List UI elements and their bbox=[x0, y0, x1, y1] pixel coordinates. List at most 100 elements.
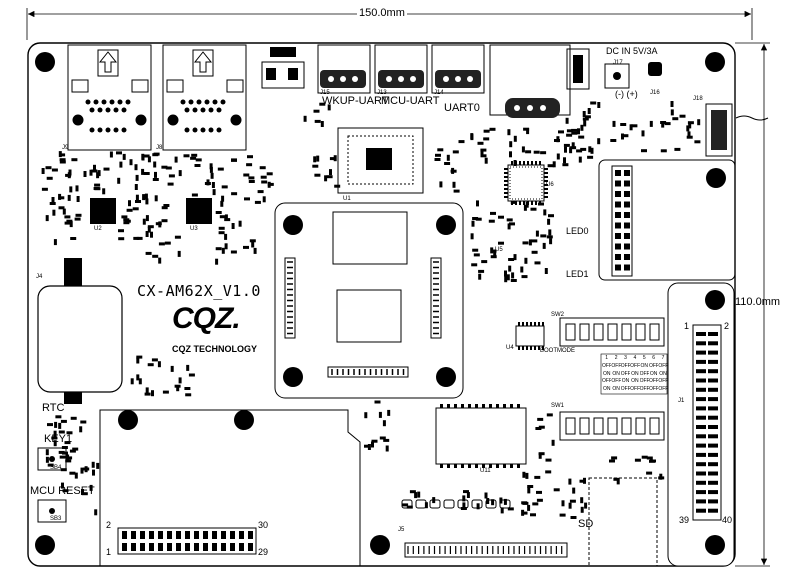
smd-pad bbox=[66, 219, 73, 223]
j1-pin-1: 1 bbox=[684, 321, 690, 331]
smd-pad bbox=[452, 150, 459, 154]
smd-pad bbox=[563, 143, 570, 147]
smd-pad bbox=[191, 193, 198, 197]
smd-pad bbox=[141, 168, 145, 175]
smd-pad bbox=[507, 129, 511, 136]
smd-pad bbox=[186, 364, 190, 371]
smd-pad bbox=[569, 147, 573, 154]
smd-pad bbox=[571, 128, 578, 132]
header-pin bbox=[696, 508, 706, 513]
smd-pad bbox=[158, 257, 162, 264]
smd-pad bbox=[558, 130, 564, 134]
silk-j18: J18 bbox=[693, 96, 703, 102]
header-pin bbox=[185, 543, 190, 551]
smd-pad bbox=[231, 192, 238, 196]
smd-pad bbox=[462, 502, 466, 509]
smd-pad bbox=[147, 156, 151, 163]
smd-pad bbox=[65, 459, 72, 463]
smd-pad bbox=[641, 149, 647, 153]
smd-pad bbox=[612, 120, 616, 127]
chip-pin bbox=[515, 161, 517, 165]
chip-pin bbox=[511, 201, 513, 205]
uart-header-wkup bbox=[317, 44, 371, 94]
header-pin bbox=[615, 212, 621, 218]
smd-pad bbox=[490, 249, 497, 253]
ethernet-jack-j8 bbox=[162, 44, 247, 151]
chip-pin bbox=[519, 201, 521, 205]
chip-pin bbox=[522, 322, 524, 326]
smd-pad bbox=[224, 214, 228, 221]
smd-pad bbox=[641, 455, 648, 459]
smd-pad bbox=[60, 419, 67, 423]
smd-pad bbox=[371, 439, 378, 443]
chip-pin bbox=[504, 172, 508, 174]
silk-u1: U1 bbox=[343, 196, 351, 202]
smd-pad bbox=[525, 472, 529, 479]
smd-pad bbox=[64, 441, 71, 445]
smd-pad bbox=[466, 492, 470, 498]
header-pin bbox=[708, 341, 718, 346]
header-pin bbox=[696, 462, 706, 467]
smd-pad bbox=[437, 148, 444, 152]
smd-pad bbox=[161, 219, 168, 223]
smd-pad bbox=[629, 124, 633, 131]
smd-pad bbox=[248, 180, 255, 183]
smd-pad bbox=[194, 164, 201, 167]
smd-pad bbox=[145, 215, 149, 222]
smd-pad bbox=[609, 459, 615, 463]
smd-pad bbox=[559, 513, 566, 517]
smd-pad bbox=[313, 109, 320, 113]
chip-pin bbox=[526, 346, 528, 350]
smd-pad bbox=[364, 444, 370, 448]
dip-table-cell: OFF bbox=[620, 362, 631, 369]
smd-pad bbox=[55, 415, 62, 419]
smd-pad bbox=[522, 471, 526, 478]
power-terminal bbox=[705, 103, 769, 157]
dip-table-cell: 7 bbox=[661, 355, 665, 361]
dip-table-cell: OFF bbox=[611, 378, 621, 385]
smd-pad bbox=[102, 188, 106, 195]
sd-card-slot bbox=[588, 477, 658, 567]
header-pin bbox=[149, 543, 154, 551]
header-pin bbox=[708, 425, 718, 429]
smd-pad bbox=[510, 279, 517, 282]
header-pin bbox=[624, 264, 630, 271]
dip-toggle bbox=[607, 323, 618, 341]
smd-pad bbox=[124, 219, 131, 223]
header-pin bbox=[708, 508, 718, 513]
smd-pad bbox=[62, 208, 66, 215]
smd-pad bbox=[71, 158, 78, 162]
dip-table-cell: 1 bbox=[605, 355, 609, 361]
smd-pad bbox=[94, 509, 98, 516]
smd-pad bbox=[209, 166, 213, 173]
header-pin bbox=[212, 543, 217, 551]
smd-pad bbox=[504, 276, 508, 283]
dip-table-cell: OFF bbox=[639, 386, 649, 393]
chip-pin bbox=[526, 322, 528, 326]
smd-pad bbox=[462, 495, 466, 502]
smd-pad bbox=[81, 492, 88, 496]
smd-pad bbox=[209, 163, 213, 170]
board-title: CX-AM62X_V1.0 bbox=[137, 282, 261, 300]
dip-table-grid bbox=[600, 353, 668, 395]
smd-pad bbox=[554, 139, 560, 142]
header-pin bbox=[221, 543, 226, 551]
smd-pad bbox=[545, 458, 552, 462]
smd-pad bbox=[528, 239, 532, 246]
smd-pad bbox=[96, 462, 100, 469]
smd-pad bbox=[143, 154, 150, 158]
smd-pad bbox=[583, 477, 586, 484]
smd-pad bbox=[134, 164, 138, 171]
smd-pad bbox=[83, 171, 87, 177]
smd-pad bbox=[257, 190, 264, 194]
smd-pad bbox=[694, 140, 701, 144]
usb-connector bbox=[261, 47, 305, 89]
chip-pin bbox=[489, 404, 492, 408]
smd-pad bbox=[473, 253, 480, 257]
smd-pad bbox=[45, 166, 52, 170]
smd-pad bbox=[329, 169, 332, 176]
dip-toggle bbox=[565, 323, 576, 341]
smd-pad bbox=[118, 229, 124, 233]
smd-pad bbox=[463, 490, 469, 494]
